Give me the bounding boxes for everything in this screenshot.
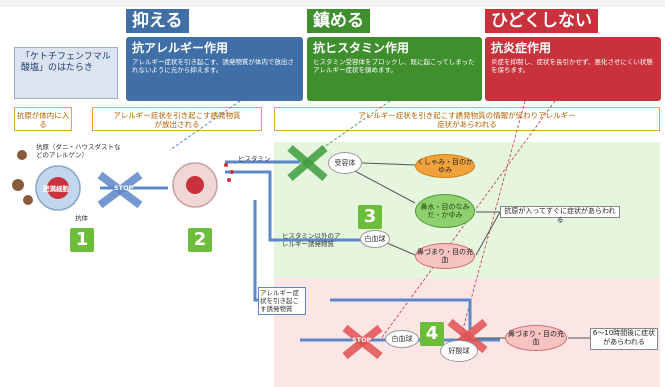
stage-symptoms-appear: アレルギー症状を引き起こす誘発物質の情報が伝わりアレルギー症状があらわれる: [274, 107, 660, 131]
sneeze-node: くしゃみ・目のかゆみ: [415, 154, 475, 178]
step-number-3: 3: [358, 205, 382, 229]
panel-antihistamine-title: 抗ヒスタミン作用: [313, 41, 410, 55]
step-number-1: 1: [70, 228, 94, 252]
stop-cross-1: [97, 171, 143, 209]
panel-anti-allergy-body: アレルギー症状を引き起こす、誘発物質が体内で放出されないように元から抑えます。: [132, 58, 294, 74]
antigen-label: 抗原（ダニ・ハウスダストなどのアレルゲン）: [36, 143, 121, 159]
other-mediators-label: ヒスタミン以外のアレルギー誘発物質: [282, 232, 341, 248]
antibody-label: 抗体: [75, 214, 88, 222]
panel-anti-inflammatory-body: 炎症を抑制し、症状を長引かせず、悪化させにくい状態を保ちます。: [491, 58, 653, 74]
tag-suppress: 抑える: [126, 9, 189, 33]
stage-mediator-release: アレルギー症状を引き起こす誘発物質が放出される: [92, 107, 262, 131]
tag-calm: 鎮める: [307, 9, 370, 33]
mediator-note: アレルギー症状を引き起こす誘発物質: [258, 287, 306, 315]
stop-label-4: STOP: [352, 336, 372, 344]
subject-box: 「ケトチフェンフマル酸塩」のはたらき: [14, 47, 118, 99]
stop-cross-3: [287, 144, 328, 182]
step-number-2: 2: [188, 228, 212, 252]
histamine-label: ヒスタミン: [238, 155, 271, 163]
receptor-node: 受容体: [328, 152, 362, 174]
panel-antihistamine-body: ヒスタミン受容体をブロックし、既に起こってしまったアレルギー症状を鎮めます。: [313, 58, 475, 74]
stop-cross-4a: [342, 324, 383, 360]
late-block-node: 鼻づまり・目の充血: [505, 325, 567, 351]
runny-node: 鼻水・目のなみだ・かゆみ: [415, 194, 475, 228]
panel-anti-inflammatory: 抗炎症作用 炎症を抑制し、症状を長引かせず、悪化させにくい状態を保ちます。: [485, 37, 661, 101]
white-cell-node: 白血球: [360, 230, 390, 248]
panel-anti-allergy-title: 抗アレルギー作用: [132, 41, 229, 55]
stage-antigen-enter: 抗原が体内に入る: [14, 107, 72, 131]
panel-anti-allergy: 抗アレルギー作用 アレルギー症状を引き起こす、誘発物質が体内で放出されないように…: [126, 37, 303, 101]
mast-cell-label: 肥満細胞: [43, 185, 69, 193]
tag-no-worsen: ひどくしない: [485, 9, 598, 33]
immediate-note: 抗原が入ってすぐに症状があらわれる: [500, 206, 620, 224]
step-number-4: 4: [420, 322, 444, 346]
white-cell-node-late: 白血球: [385, 330, 419, 348]
nose-block-node: 鼻づまり・目の充血: [415, 243, 475, 269]
eosinophil-node: 好酸球: [440, 340, 478, 362]
late-note: 6〜10時間後に症状があらわれる: [590, 328, 658, 350]
panel-anti-inflammatory-title: 抗炎症作用: [491, 41, 552, 55]
panel-antihistamine: 抗ヒスタミン作用 ヒスタミン受容体をブロックし、既に起こってしまったアレルギー症…: [307, 37, 482, 101]
top-strip: [0, 0, 665, 7]
stop-label-1: STOP: [114, 184, 134, 192]
